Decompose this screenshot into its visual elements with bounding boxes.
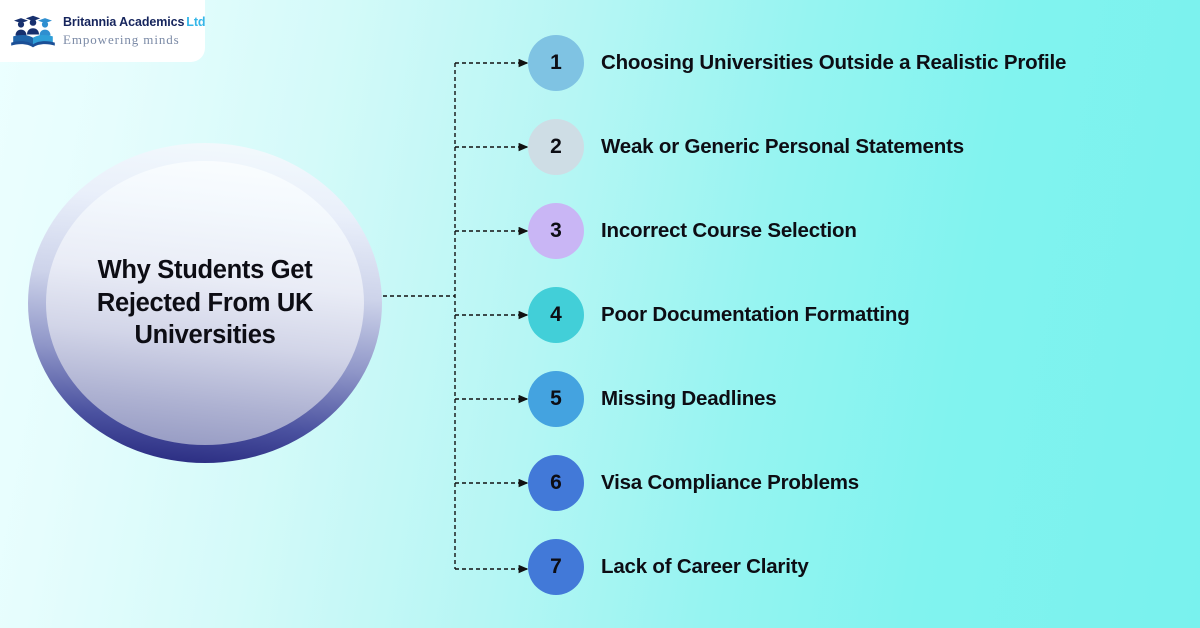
brand-name-main: Britannia Academics xyxy=(63,14,185,29)
list-item[interactable]: 1 Choosing Universities Outside a Realis… xyxy=(528,35,1188,91)
list-item-label: Visa Compliance Problems xyxy=(601,471,860,494)
page-title: Why Students Get Rejected From UK Univer… xyxy=(96,256,314,350)
central-hub-inner-circle: Why Students Get Rejected From UK Univer… xyxy=(46,161,364,445)
brand-name-suffix: Ltd xyxy=(186,14,206,29)
list-item[interactable]: 2 Weak or Generic Personal Statements xyxy=(528,119,1188,175)
reasons-list: 1 Choosing Universities Outside a Realis… xyxy=(528,35,1188,595)
list-item[interactable]: 4 Poor Documentation Formatting xyxy=(528,287,1188,343)
item-number-badge: 1 xyxy=(528,35,584,91)
list-item[interactable]: 3 Incorrect Course Selection xyxy=(528,203,1188,259)
list-item-label: Poor Documentation Formatting xyxy=(601,303,910,326)
item-number-badge: 3 xyxy=(528,203,584,259)
list-item[interactable]: 6 Visa Compliance Problems xyxy=(528,455,1188,511)
graduates-book-icon xyxy=(11,15,55,48)
list-item-label: Choosing Universities Outside a Realisti… xyxy=(601,51,1067,74)
list-item[interactable]: 5 Missing Deadlines xyxy=(528,371,1188,427)
list-item-label: Missing Deadlines xyxy=(601,387,777,410)
central-hub-circle: Why Students Get Rejected From UK Univer… xyxy=(28,143,382,463)
list-item-label: Lack of Career Clarity xyxy=(601,555,809,578)
item-number-badge: 2 xyxy=(528,119,584,175)
item-number-badge: 7 xyxy=(528,539,584,595)
brand-tagline: Empowering minds xyxy=(63,31,180,47)
item-number-badge: 6 xyxy=(528,455,584,511)
item-number-badge: 4 xyxy=(528,287,584,343)
list-item[interactable]: 7 Lack of Career Clarity xyxy=(528,539,1188,595)
list-item-label: Weak or Generic Personal Statements xyxy=(601,135,964,158)
list-item-label: Incorrect Course Selection xyxy=(601,219,857,242)
item-number-badge: 5 xyxy=(528,371,584,427)
